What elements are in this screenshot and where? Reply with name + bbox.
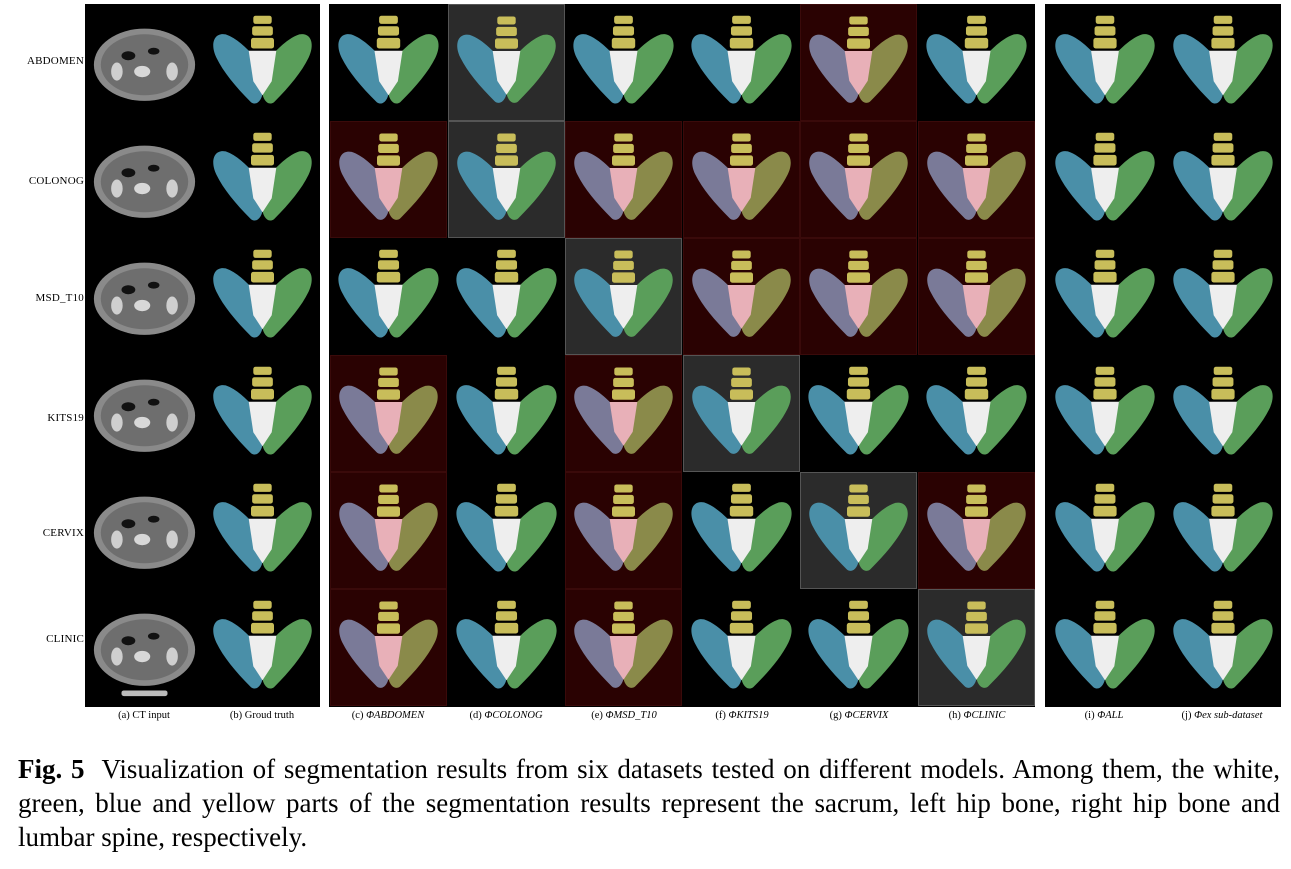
model-segmentation-abdomen-2 [447, 4, 565, 121]
model-segmentation-colonog-5 [800, 121, 918, 238]
model-segmentation-msd-t10-1 [330, 238, 447, 355]
model-segmentation-kits19-5 [800, 355, 917, 472]
ground-truth-segmentation-kits19 [205, 355, 320, 472]
model-segmentation-clinic-2 [448, 589, 565, 706]
ct-input-image-abdomen [87, 6, 202, 119]
column-label-clinic-model: (h) ΦCLINIC [948, 710, 1006, 721]
row-label-clinic: CLINIC [46, 633, 84, 645]
model-segmentation-abdomen-6 [918, 4, 1035, 121]
figure-caption: Fig. 5 Visualization of segmentation res… [18, 752, 1280, 854]
model-segmentation-kits19-1 [330, 355, 447, 472]
row-label-colonog: COLONOG [28, 175, 84, 187]
figure-caption-text: Visualization of segmentation results fr… [18, 754, 1280, 852]
all-model-segmentation-kits19 [1047, 355, 1163, 472]
model-segmentation-clinic-3 [565, 589, 683, 706]
ground-truth-segmentation-msd-t10 [205, 238, 320, 355]
model-segmentation-colonog-4 [682, 121, 800, 238]
all-model-segmentation-colonog [1047, 121, 1163, 238]
model-segmentation-clinic-4 [683, 589, 800, 706]
row-label-msd-t10: MSD_T10 [35, 292, 84, 304]
column-label-ground-truth: (b) Groud truth [229, 710, 295, 721]
column-label-abdomen-model: (c) ΦABDOMEN [351, 710, 425, 721]
model-segmentation-msd-t10-5 [800, 238, 918, 355]
model-segmentation-cervix-3 [565, 472, 683, 589]
row-label-kits19: KITS19 [47, 412, 84, 424]
figure-caption-label: Fig. 5 [18, 754, 85, 784]
ex-sub-dataset-segmentation-abdomen [1165, 4, 1281, 121]
model-segmentation-cervix-1 [330, 472, 447, 589]
model-segmentation-abdomen-1 [330, 4, 447, 121]
model-segmentation-msd-t10-3 [565, 238, 683, 355]
model-segmentation-colonog-1 [330, 121, 447, 238]
all-model-segmentation-cervix [1047, 472, 1163, 589]
model-segmentation-clinic-5 [800, 589, 917, 706]
column-label-cervix-model: (g) ΦCERVIX [829, 710, 889, 721]
ct-input-image-msd-t10 [87, 240, 202, 353]
model-segmentation-msd-t10-2 [448, 238, 565, 355]
ex-sub-dataset-segmentation-cervix [1165, 472, 1281, 589]
model-segmentation-cervix-4 [683, 472, 800, 589]
ground-truth-segmentation-abdomen [205, 4, 320, 121]
all-model-segmentation-clinic [1047, 589, 1163, 706]
ex-sub-dataset-segmentation-colonog [1165, 121, 1281, 238]
model-segmentation-colonog-2 [447, 121, 565, 238]
row-label-abdomen: ABDOMEN [26, 55, 84, 67]
model-segmentation-colonog-6 [918, 121, 1035, 238]
ex-sub-dataset-segmentation-kits19 [1165, 355, 1281, 472]
model-segmentation-clinic-6 [918, 589, 1035, 706]
model-segmentation-msd-t10-4 [682, 238, 800, 355]
model-segmentation-abdomen-5 [800, 4, 918, 121]
model-segmentation-abdomen-4 [683, 4, 800, 121]
row-label-cervix: CERVIX [42, 527, 84, 539]
ground-truth-segmentation-clinic [205, 589, 320, 706]
column-label-ct-input: (a) CT input [118, 710, 170, 721]
ct-input-image-colonog [87, 123, 202, 236]
ex-sub-dataset-segmentation-msd-t10 [1165, 238, 1281, 355]
ct-input-image-kits19 [87, 357, 202, 470]
model-segmentation-abdomen-3 [565, 4, 682, 121]
model-segmentation-kits19-4 [682, 355, 800, 472]
model-segmentation-colonog-3 [565, 121, 683, 238]
column-label-msd-t10-model: (e) ΦMSD_T10 [591, 710, 657, 721]
column-label-ex-sub-dataset-model: (j) Φex sub-dataset [1181, 710, 1263, 721]
ground-truth-segmentation-cervix [205, 472, 320, 589]
model-segmentation-kits19-3 [565, 355, 683, 472]
model-segmentation-cervix-2 [448, 472, 565, 589]
model-segmentation-kits19-2 [448, 355, 565, 472]
ct-input-image-clinic [87, 591, 202, 704]
column-label-all-model: (i) ΦALL [1084, 710, 1124, 721]
all-model-segmentation-msd-t10 [1047, 238, 1163, 355]
model-segmentation-cervix-5 [800, 472, 918, 589]
combined-models-panel [1045, 4, 1281, 707]
model-segmentation-clinic-1 [330, 589, 447, 706]
column-label-colonog-model: (d) ΦCOLONOG [469, 710, 543, 721]
model-segmentation-msd-t10-6 [918, 238, 1035, 355]
input-and-ground-truth-panel [85, 4, 320, 707]
model-segmentation-cervix-6 [918, 472, 1035, 589]
ct-input-image-cervix [87, 474, 202, 587]
column-label-kits19-model: (f) ΦKITS19 [715, 710, 769, 721]
model-segmentation-kits19-6 [918, 355, 1035, 472]
ground-truth-segmentation-colonog [205, 121, 320, 238]
all-model-segmentation-abdomen [1047, 4, 1163, 121]
ex-sub-dataset-segmentation-clinic [1165, 589, 1281, 706]
